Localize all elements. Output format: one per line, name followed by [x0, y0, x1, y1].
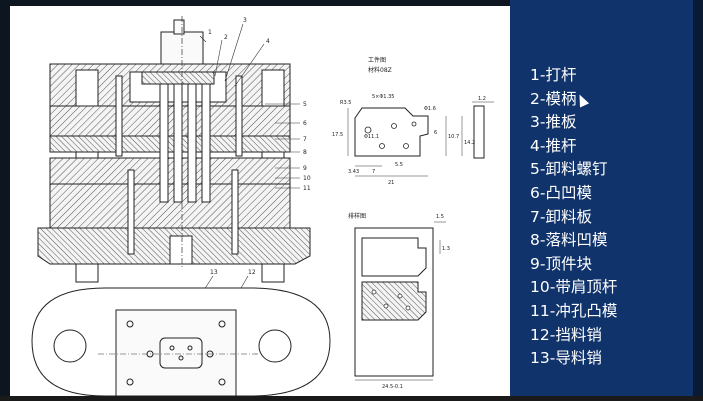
- dim-10-7: 10.7: [448, 134, 459, 140]
- guide-hole-right: [258, 329, 292, 363]
- dim-holes: 5×Φ1.35: [372, 94, 394, 100]
- leader-1: 1: [208, 29, 212, 36]
- legend-item-9: 9-顶件块: [530, 254, 592, 273]
- dim-height: 17.5: [332, 132, 343, 138]
- leader-9: 9: [303, 165, 307, 172]
- shoulder-pin-left: [127, 169, 135, 255]
- blank-outline-1: [361, 237, 427, 277]
- leader-13: 13: [210, 269, 218, 276]
- leader-8: 8: [303, 149, 307, 156]
- dim-5-5: 5.5: [395, 162, 403, 168]
- legend-item-11: 11-冲孔凸模: [530, 301, 618, 320]
- stripper-plate: [49, 135, 291, 153]
- shoulder-pin-right: [231, 169, 239, 255]
- push-plate: [141, 71, 215, 85]
- punch-a: [159, 83, 169, 203]
- leader-7: 7: [303, 136, 307, 143]
- ejector-block: [169, 235, 193, 265]
- die-plate-plan: [115, 309, 237, 396]
- dim-1-5: 1.5: [436, 214, 444, 220]
- stripper-screw-left: [115, 75, 123, 157]
- dim-6: 6: [434, 130, 437, 136]
- legend-item-7: 7-卸料板: [530, 207, 592, 226]
- legend-item-2: 2-模柄: [530, 89, 577, 108]
- material-label: 材料08Z: [368, 66, 392, 74]
- dim-phi16: Φ1.6: [424, 106, 436, 112]
- plan-view: [31, 287, 331, 396]
- leader-10: 10: [303, 175, 311, 182]
- strip-title: 排样图: [348, 212, 366, 220]
- legend-item-13: 13-导料销: [530, 349, 602, 368]
- lower-die-plate: [49, 183, 291, 229]
- leader-11: 11: [303, 185, 311, 192]
- workpiece-outline: [354, 107, 429, 157]
- punch-b: [173, 83, 183, 203]
- dim-14-2: 14.2: [464, 140, 475, 146]
- parts-legend: 1-打杆 2-模柄 3-推板 4-推杆 5-卸料螺钉 6-凸凹模 7-卸料板 8…: [530, 64, 617, 371]
- blanking-die: [49, 157, 291, 185]
- legend-item-8: 8-落料凹模: [530, 231, 608, 250]
- legend-item-6: 6-凸凹模: [530, 183, 592, 202]
- die-assembly-drawing: 1 2 3 4 5 6 7 8 9 10 11 12 13: [31, 16, 494, 396]
- leader-numbers: 1 2 3 4 5 6 7 8 9 10 11 12 13: [208, 17, 311, 276]
- legend-item-1: 1-打杆: [530, 66, 577, 84]
- blank-outline-2: [361, 281, 427, 321]
- guide-hole-left: [53, 329, 87, 363]
- legend-item-12: 12-挡料销: [530, 325, 602, 344]
- stripper-screw-right: [235, 75, 243, 157]
- dim-7: 7: [372, 169, 375, 175]
- knockout-rod: [173, 19, 185, 35]
- leader-12: 12: [248, 269, 256, 276]
- legend-item-10: 10-带肩顶杆: [530, 278, 618, 297]
- leader-2: 2: [224, 34, 228, 41]
- strip-layout-view: 排样图 1.5 1.3 24.5-0.1: [348, 212, 450, 390]
- dim-1-3: 1.3: [442, 246, 450, 252]
- dim-thickness: 1.2: [478, 96, 486, 102]
- legend-item-4: 4-推杆: [530, 136, 577, 155]
- dim-r35: R3.5: [340, 100, 351, 106]
- legend-item-5: 5-卸料螺钉: [530, 160, 608, 179]
- dim-strip-width: 24.5-0.1: [382, 384, 403, 390]
- leader-6: 6: [303, 120, 307, 127]
- bottom-bar: [0, 396, 703, 401]
- part-title: 工件图: [368, 56, 386, 64]
- leader-lines: [181, 23, 300, 325]
- workpiece-side: [473, 105, 485, 159]
- dim-phi111: Φ11.1: [364, 134, 379, 140]
- leader-4: 4: [266, 38, 270, 45]
- punch-d: [201, 83, 211, 203]
- legend-item-3: 3-推板: [530, 113, 577, 132]
- section-view: [37, 16, 311, 283]
- punch-die-block: [49, 105, 291, 137]
- leader-5: 5: [303, 101, 307, 108]
- dim-21: 21: [388, 180, 394, 186]
- workpiece-view: 工件图 材料08Z: [332, 56, 494, 186]
- dim-3-43: 3.43: [348, 169, 359, 175]
- punch-c: [187, 83, 197, 203]
- leader-3: 3: [243, 17, 247, 24]
- die-opening: [159, 337, 203, 369]
- engineering-drawing: 1 2 3 4 5 6 7 8 9 10 11 12 13: [10, 6, 510, 396]
- legend-panel: 1-打杆 2-模柄 3-推板 4-推杆 5-卸料螺钉 6-凸凹模 7-卸料板 8…: [510, 0, 703, 401]
